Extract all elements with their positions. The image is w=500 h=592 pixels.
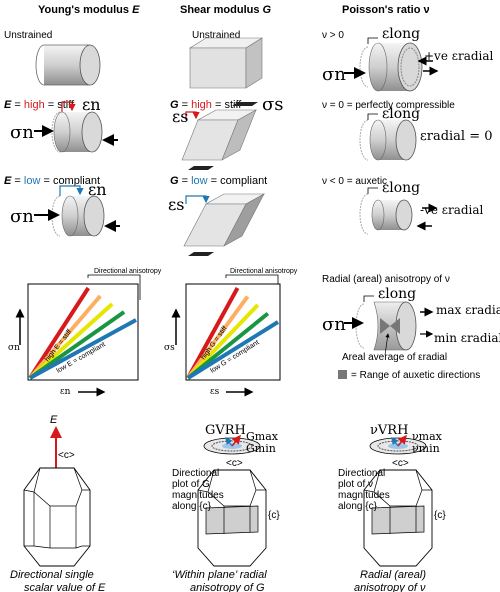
header-youngs: Young's modulus E bbox=[38, 4, 140, 16]
poisson-gt0-radial: +ve εradial bbox=[424, 49, 494, 63]
poisson-eq0-eps-long: εlong bbox=[382, 106, 420, 122]
shear-chart-line-1 bbox=[186, 287, 240, 379]
shear-low-strain: εs bbox=[168, 195, 185, 214]
poisson-nuvrh: νVRH bbox=[370, 423, 408, 438]
shear-chart-ylabel: σs bbox=[164, 343, 175, 353]
young-chart-ylabel: σn bbox=[8, 343, 20, 353]
poisson-gt0-label: ν > 0 bbox=[322, 30, 344, 41]
shear-high-prism bbox=[181, 102, 258, 170]
auxetic-legend-label: = Range of auxetic directions bbox=[351, 370, 480, 381]
poisson-eq0-label: ν = 0 = perfectly compressible bbox=[322, 100, 455, 111]
poisson-anis-eps-long: εlong bbox=[378, 286, 416, 302]
poisson-anis-stress: σn bbox=[322, 314, 346, 335]
young-high-label: E = high = stiff bbox=[4, 99, 75, 111]
poisson-note-2: plot of ν bbox=[338, 479, 373, 490]
poisson-gt0-stress: σn bbox=[322, 64, 346, 85]
poisson-crystal: νVRH νmax νmin <c> {c} Directional plot … bbox=[338, 423, 446, 567]
poisson-lt0-radial: -ve εradial bbox=[420, 203, 484, 217]
young-caption-2: scalar value of E bbox=[24, 582, 106, 592]
young-chart-lines bbox=[28, 286, 137, 380]
shear-caption-2: anisotropy of G bbox=[190, 582, 265, 592]
young-caption-1: Directional single bbox=[10, 569, 94, 581]
header-shear: Shear modulus G bbox=[180, 4, 272, 16]
poisson-gt0-eps-long: εlong bbox=[382, 26, 420, 42]
poisson-gt0-cylinder bbox=[359, 37, 439, 92]
poisson-anis-areal-avg: Areal average of εradial bbox=[342, 352, 447, 363]
poisson-anisotropy-title: Radial (areal) anisotropy of ν bbox=[322, 274, 450, 285]
poisson-anis-min: min εradial bbox=[434, 331, 500, 345]
young-chart-line-3 bbox=[28, 302, 114, 380]
young-chart-xlabel: εn bbox=[60, 387, 71, 397]
shear-note-3: magnitudes bbox=[172, 490, 224, 501]
shear-caption-1: ‘Within plane’ radial bbox=[172, 569, 267, 581]
shear-plane-label: {c} bbox=[268, 510, 280, 521]
young-low-strain: εn bbox=[88, 180, 107, 199]
young-chart-line-2 bbox=[28, 294, 102, 380]
young-unstrained-cylinder bbox=[35, 44, 101, 86]
young-low-label: E = low = compliant bbox=[4, 175, 100, 187]
shear-gmin: Gmin bbox=[246, 442, 276, 455]
shear-low-prism bbox=[183, 193, 266, 256]
shear-gvrh: GVRH bbox=[205, 423, 246, 438]
young-chart-title: Directional anisotropy bbox=[94, 268, 162, 275]
shear-gmax: Gmax bbox=[246, 430, 279, 443]
poisson-note-3: magnitudes bbox=[338, 490, 390, 501]
shear-chart-line-3 bbox=[186, 303, 260, 380]
young-chart-line-5 bbox=[29, 318, 137, 380]
shear-note-1: Directional bbox=[172, 468, 219, 479]
poisson-lt0-cylinder bbox=[359, 187, 438, 235]
shear-chart-xlabel: εs bbox=[210, 387, 220, 397]
shear-crystal-axis: <c> bbox=[226, 458, 243, 469]
young-low-cylinder bbox=[51, 185, 105, 237]
shear-high-strain: εs bbox=[172, 107, 189, 126]
poisson-anis-max: max εradial bbox=[436, 303, 500, 317]
poisson-auxetic-cylinder bbox=[355, 295, 434, 356]
shear-chart-line-5 bbox=[186, 320, 280, 380]
poisson-lt0-label: ν < 0 = auxetic bbox=[322, 176, 387, 187]
shear-low-label: G = low = compliant bbox=[170, 175, 267, 187]
poisson-eq0-cylinder bbox=[359, 113, 417, 161]
young-unstrained-label: Unstrained bbox=[4, 30, 52, 41]
shear-chart-lines bbox=[186, 287, 280, 380]
young-chart-line-1 bbox=[28, 286, 90, 380]
auxetic-legend-swatch bbox=[338, 370, 347, 379]
poisson-note-1: Directional bbox=[338, 468, 385, 479]
poisson-crystal-axis: <c> bbox=[392, 458, 409, 469]
young-low-stress: σn bbox=[10, 206, 34, 227]
shear-unstrained-cube bbox=[188, 37, 264, 89]
poisson-lt0-eps-long: εlong bbox=[382, 180, 420, 196]
shear-chart-line-4 bbox=[186, 311, 270, 380]
young-high-cylinder bbox=[51, 101, 103, 153]
shear-crystal: GVRH Gmax Gmin <c> {c} Directional plot … bbox=[172, 423, 280, 567]
shear-note-4: along {c} bbox=[172, 501, 212, 512]
poisson-numin: νmin bbox=[412, 442, 440, 455]
young-high-strain: εn bbox=[82, 95, 101, 114]
young-crystal: E <c> bbox=[23, 414, 91, 567]
header-poisson: Poisson's ratio ν bbox=[342, 4, 430, 16]
shear-chart-title: Directional anisotropy bbox=[230, 268, 298, 275]
young-crystal-axis: <c> bbox=[58, 450, 75, 461]
shear-unstrained-label: Unstrained bbox=[192, 30, 240, 41]
shear-chart: Directional anisotropy high G = stiff lo… bbox=[164, 268, 298, 397]
shear-high-label: G = high = stiff bbox=[170, 99, 242, 111]
young-high-stress: σn bbox=[10, 122, 34, 143]
shear-chart-line-2 bbox=[186, 295, 250, 380]
young-chart: Directional anisotropy high E = stiff lo… bbox=[8, 268, 162, 397]
poisson-caption-1: Radial (areal) bbox=[360, 569, 426, 581]
young-chart-line-4 bbox=[28, 310, 126, 380]
poisson-numax: νmax bbox=[412, 430, 443, 443]
shear-high-stress: σs bbox=[262, 94, 284, 115]
poisson-note-4: along {c} bbox=[338, 501, 378, 512]
young-crystal-symbol: E bbox=[50, 414, 58, 426]
shear-note-2: plot of G bbox=[172, 479, 210, 490]
poisson-plane-label: {c} bbox=[434, 510, 446, 521]
poisson-eq0-radial: εradial = 0 bbox=[420, 129, 493, 144]
poisson-caption-2: anisotropy of ν bbox=[354, 582, 426, 592]
